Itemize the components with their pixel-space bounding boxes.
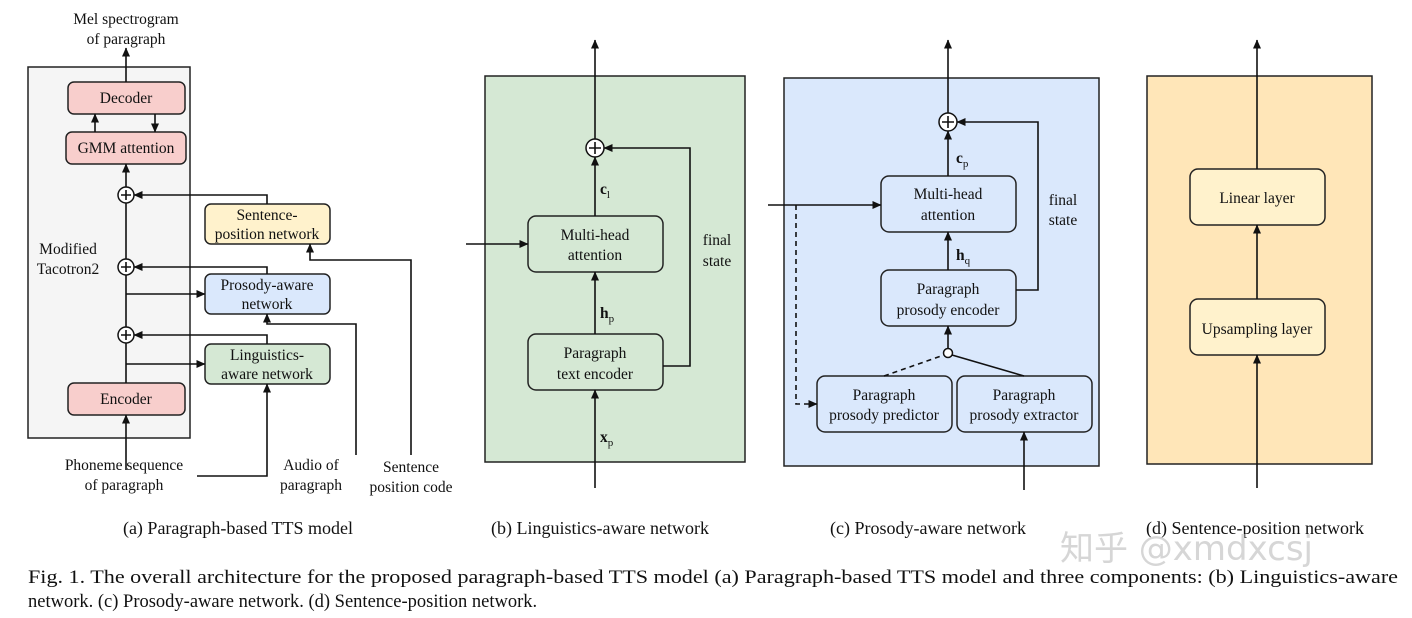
figure-caption-line1: Fig. 1. The overall architecture for the… <box>28 568 1398 588</box>
b-encoder-line1: Paragraph <box>564 345 627 362</box>
panel-c: Multi-head attention Paragraph prosody e… <box>768 39 1100 539</box>
prosody-net-line2: network <box>242 296 293 313</box>
c-c-symbol: cp <box>956 150 969 170</box>
panel-d: Linear layer Upsampling layer (d) Senten… <box>1146 39 1373 539</box>
output-label-line2: of paragraph <box>87 31 166 48</box>
ling-net-line1: Linguistics- <box>230 347 304 364</box>
d-linear-label: Linear layer <box>1219 190 1295 207</box>
b-h-symbol: hp <box>600 305 615 325</box>
b-attention-line2: attention <box>568 247 622 264</box>
caption-d: (d) Sentence-position network <box>1146 518 1364 539</box>
sentence-position-panel <box>1146 75 1373 465</box>
c-final-state-line1: final <box>1049 192 1077 209</box>
figure-caption-line2: network. (c) Prosody-aware network. (d) … <box>28 592 537 612</box>
c-final-state-line2: state <box>1049 212 1078 229</box>
c-encoder-line2: prosody encoder <box>897 302 1001 319</box>
caption-a: (a) Paragraph-based TTS model <box>123 518 353 539</box>
watermark: 知乎 @xmdxcsj <box>1060 529 1313 569</box>
position-input-line1: Sentence <box>383 459 439 476</box>
c-predictor-line2: prosody predictor <box>829 407 940 424</box>
c-arrows <box>768 39 1039 490</box>
phoneme-input-line2: of paragraph <box>85 477 164 494</box>
c-extractor-line1: Paragraph <box>993 387 1056 404</box>
sentence-net-line1: Sentence- <box>236 207 297 224</box>
panel-a: Mel spectrogram of paragraph Modified Ta… <box>27 11 453 539</box>
c-encoder-line1: Paragraph <box>917 281 980 298</box>
c-switch-node <box>942 347 954 359</box>
c-attention-line2: attention <box>921 207 975 224</box>
b-final-state-line1: final <box>703 232 731 249</box>
plus-circle-top <box>117 186 135 204</box>
caption-c: (c) Prosody-aware network <box>830 518 1026 539</box>
plus-circle-middle <box>117 258 135 276</box>
b-x-symbol: xp <box>600 429 614 449</box>
prosody-net-line1: Prosody-aware <box>221 277 314 294</box>
linguistics-panel <box>484 75 746 463</box>
c-plus-circle <box>938 112 958 132</box>
panel-b: Multi-head attention Paragraph text enco… <box>466 39 746 539</box>
b-c-symbol: cl <box>600 181 610 201</box>
tacotron-container <box>27 66 191 439</box>
gmm-attention-label: GMM attention <box>78 140 175 157</box>
b-arrows <box>466 39 691 488</box>
audio-input-line1: Audio of <box>283 457 339 474</box>
panel-a-arrows <box>91 47 412 477</box>
ling-net-line2: aware network <box>221 366 313 383</box>
b-encoder-line2: text encoder <box>557 366 634 383</box>
tacotron-label-line2: Tacotron2 <box>37 261 100 278</box>
caption-b: (b) Linguistics-aware network <box>491 518 709 539</box>
b-plus-circle <box>585 138 605 158</box>
output-label-line1: Mel spectrogram <box>73 11 178 28</box>
plus-circle-bottom <box>117 326 135 344</box>
tacotron-label-line1: Modified <box>39 241 97 258</box>
c-h-symbol: hq <box>956 247 971 267</box>
audio-input-line2: paragraph <box>280 477 342 494</box>
b-final-state-line2: state <box>703 253 732 270</box>
sentence-net-line2: position network <box>215 226 320 243</box>
position-input-line2: position code <box>369 479 452 496</box>
encoder-label: Encoder <box>100 391 152 408</box>
c-predictor-line1: Paragraph <box>853 387 916 404</box>
c-attention-line1: Multi-head <box>914 186 983 203</box>
c-extractor-line2: prosody extractor <box>970 407 1080 424</box>
decoder-label: Decoder <box>100 90 153 107</box>
b-attention-line1: Multi-head <box>561 227 630 244</box>
phoneme-input-line1: Phoneme sequence <box>65 457 183 474</box>
d-upsampling-label: Upsampling layer <box>1202 321 1313 338</box>
